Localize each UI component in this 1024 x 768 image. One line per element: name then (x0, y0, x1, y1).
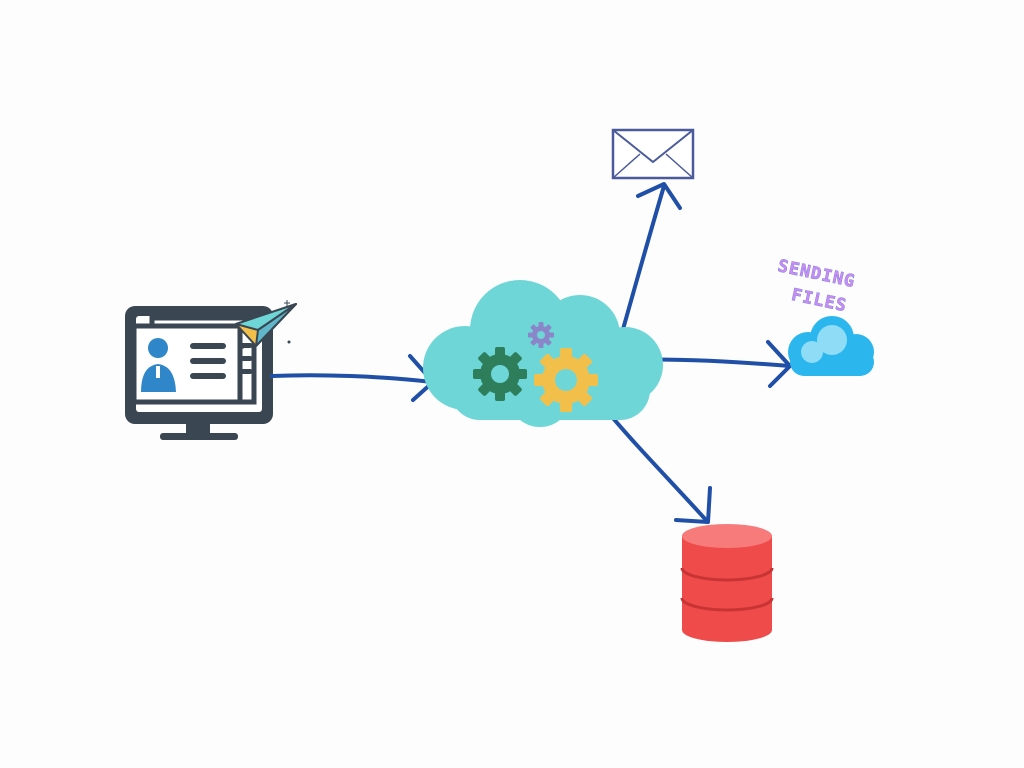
sending-label-line1: SENDING (776, 256, 857, 292)
cloud-icon (788, 316, 874, 376)
arrow-source-to-hub (270, 354, 435, 402)
paper-plane-icon (235, 300, 297, 351)
arrow-hub-to-email (618, 182, 682, 342)
envelope-icon (611, 128, 695, 180)
cloud-gears-icon (423, 280, 663, 427)
sending-label-line2: FILES (790, 285, 849, 316)
database-icon (680, 524, 774, 642)
gear-yellow-icon (534, 348, 598, 412)
sending-files-label: SENDING FILES (776, 256, 858, 317)
computer-user-profile-icon (125, 306, 273, 440)
gear-purple-icon (528, 322, 554, 348)
gear-green-icon (473, 347, 527, 401)
